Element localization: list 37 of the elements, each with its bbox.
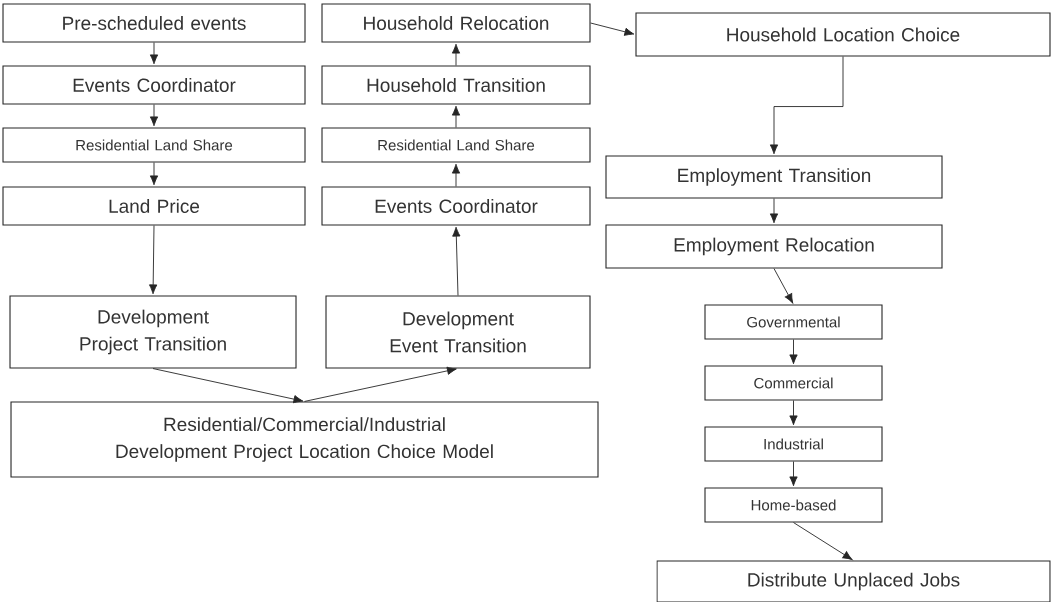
arrow [769,56,844,155]
process-box: Household Location Choice [635,12,1051,57]
arrow [452,226,461,296]
process-box: Employment Transition [605,155,943,199]
process-box: Development Event Transition [325,295,591,369]
process-box: Commercial [704,365,883,401]
process-box: Household Relocation [321,3,591,43]
process-box: Events Coordinator [2,65,306,105]
arrow [773,268,794,304]
process-box: Household Transition [321,65,591,105]
process-box: Events Coordinator [321,186,591,226]
process-box: Residential Land Share [2,127,306,163]
process-box: Employment Relocation [605,224,943,269]
process-box: Land Price [2,186,306,226]
process-box: Industrial [704,426,883,462]
arrow [149,225,158,295]
process-box: Home-based [704,487,883,523]
arrow [590,22,635,36]
arrow [149,162,159,186]
arrow [149,42,159,65]
arrow [789,339,798,365]
arrow [304,366,457,402]
process-box: Development Project Transition [9,295,297,369]
arrow [451,163,461,187]
process-box: Governmental [704,304,883,340]
arrow [149,104,159,127]
arrow [793,522,853,560]
process-box: Distribute Unplaced Jobs [656,560,1051,602]
process-box: Residential/Commercial/Industrial Development Project Location Choice Model [10,401,599,478]
process-box: Residential Land Share [321,127,591,163]
arrow [789,461,798,487]
arrow [769,198,779,224]
arrow [789,400,798,426]
arrow [152,368,304,404]
process-box: Pre-scheduled events [2,3,306,43]
arrow [451,43,461,66]
arrow [451,105,461,128]
